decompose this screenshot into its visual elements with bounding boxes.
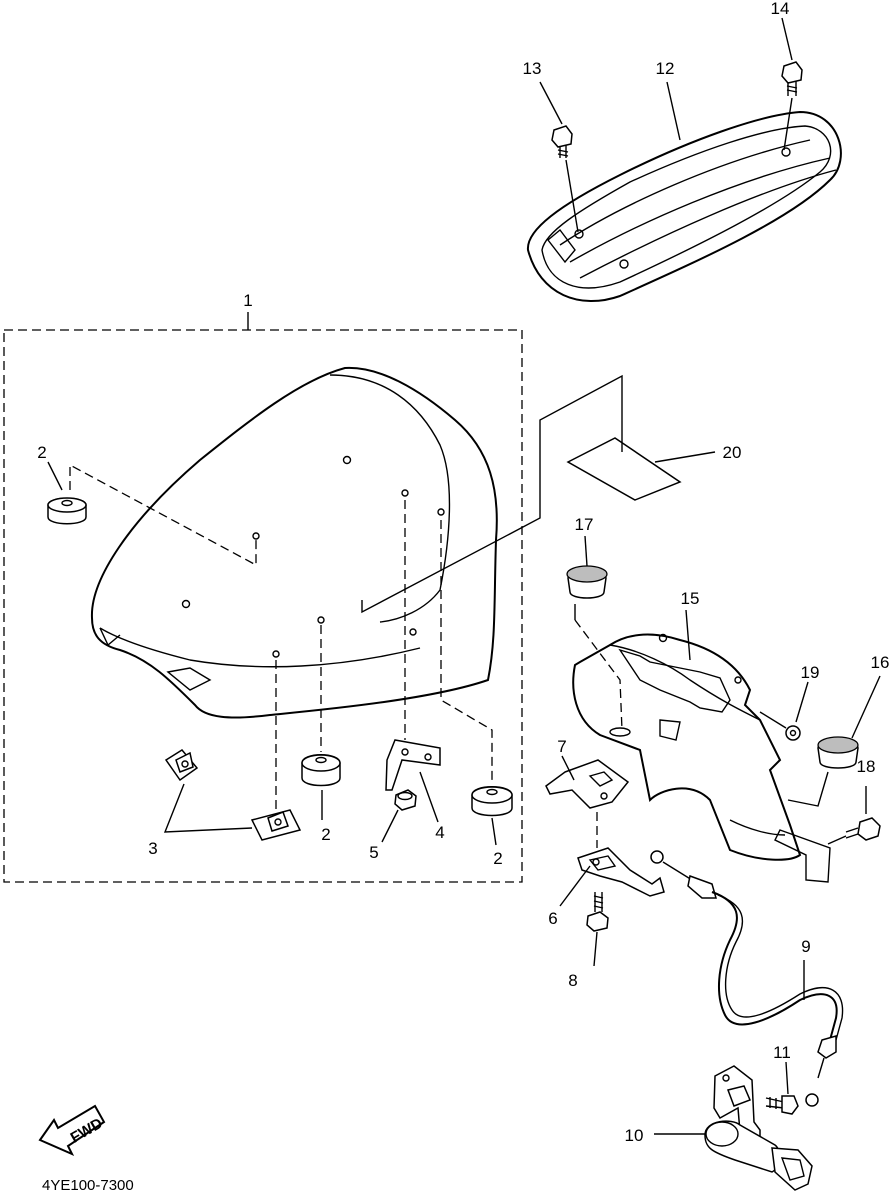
callout-18: 18 bbox=[857, 757, 876, 776]
callout-2-left: 2 bbox=[37, 443, 46, 462]
clip-3-lower bbox=[250, 809, 302, 841]
bolt-13 bbox=[551, 125, 573, 158]
callout-2-right: 2 bbox=[493, 849, 502, 868]
grab-bar-12 bbox=[526, 110, 842, 303]
leader-20 bbox=[654, 451, 716, 463]
callout-11: 11 bbox=[773, 1043, 791, 1062]
bolt-14 bbox=[781, 61, 803, 96]
callout-15: 15 bbox=[681, 589, 700, 608]
bolt-18 bbox=[845, 817, 881, 841]
seat-assembly-boundary bbox=[3, 329, 523, 883]
callout-10: 10 bbox=[625, 1126, 644, 1145]
bolt-5 bbox=[394, 789, 417, 811]
callout-20: 20 bbox=[723, 443, 742, 462]
screw-19 bbox=[785, 725, 801, 741]
clip-3-upper bbox=[164, 749, 199, 782]
hook-6 bbox=[577, 847, 665, 897]
leader-3 bbox=[163, 783, 253, 833]
leader-7 bbox=[561, 755, 575, 781]
callout-8: 8 bbox=[568, 971, 577, 990]
leader-8 bbox=[593, 931, 598, 967]
callout-7: 7 bbox=[557, 737, 566, 756]
fwd-arrow-icon: FWD bbox=[38, 1104, 106, 1157]
callout-5: 5 bbox=[369, 843, 378, 862]
callout-9: 9 bbox=[801, 937, 810, 956]
leader-13 bbox=[539, 81, 563, 125]
callout-6: 6 bbox=[548, 909, 557, 928]
lock-10 bbox=[704, 1065, 813, 1191]
leader-11 bbox=[785, 1061, 789, 1095]
damper-2-center bbox=[301, 754, 341, 787]
callout-14: 14 bbox=[771, 0, 790, 18]
label-20 bbox=[566, 437, 682, 501]
leader-17 bbox=[584, 535, 588, 567]
leader-4 bbox=[419, 771, 439, 823]
leader-5 bbox=[381, 809, 399, 843]
leader-14 bbox=[781, 17, 793, 61]
drawing-code: 4YE100-7300 bbox=[42, 1177, 134, 1194]
leader-12 bbox=[666, 81, 681, 141]
leader-2-left bbox=[47, 461, 63, 491]
bolt-8 bbox=[586, 892, 609, 932]
grommet-16 bbox=[817, 736, 859, 769]
callout-16: 16 bbox=[871, 653, 890, 672]
grommet-17 bbox=[566, 565, 608, 599]
callout-12: 12 bbox=[656, 59, 675, 78]
callout-4: 4 bbox=[435, 823, 444, 842]
leader-19 bbox=[795, 681, 809, 723]
callout-2-center: 2 bbox=[321, 825, 330, 844]
seat-part bbox=[90, 366, 498, 719]
damper-2-left bbox=[47, 497, 87, 525]
cover-15 bbox=[572, 633, 831, 883]
leader-6 bbox=[559, 865, 591, 907]
callout-17: 17 bbox=[575, 515, 594, 534]
damper-2-right bbox=[471, 786, 513, 817]
leader-15 bbox=[685, 609, 691, 661]
callout-1: 1 bbox=[243, 291, 252, 310]
callout-13: 13 bbox=[523, 59, 542, 78]
callout-3: 3 bbox=[148, 839, 157, 858]
bracket-4 bbox=[385, 739, 441, 791]
callout-19: 19 bbox=[801, 663, 820, 682]
screw-11 bbox=[765, 1093, 819, 1115]
leader-2-right bbox=[491, 817, 497, 846]
plate-7 bbox=[545, 759, 630, 809]
leader-16 bbox=[851, 675, 881, 739]
cable-9 bbox=[650, 850, 844, 1079]
